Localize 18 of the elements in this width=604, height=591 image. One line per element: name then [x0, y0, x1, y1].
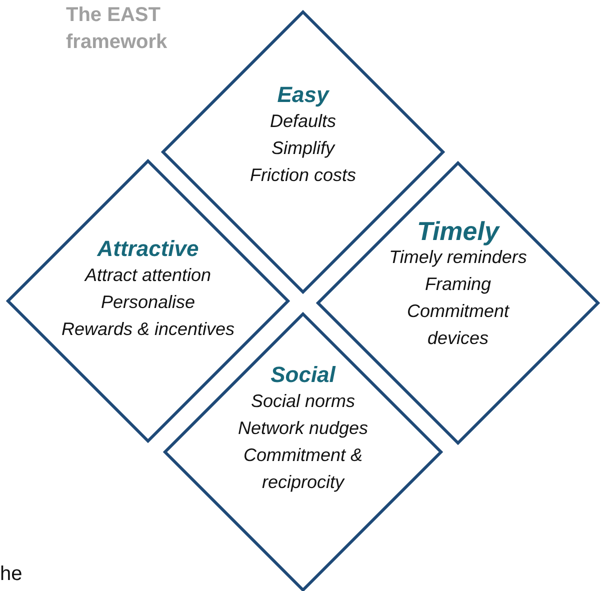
list-item: Commitment & reciprocity: [242, 444, 364, 494]
list-item: Social norms: [250, 390, 356, 413]
list-item: Friction costs: [250, 164, 356, 187]
heading: Attractive: [97, 236, 199, 262]
heading: Easy: [277, 82, 329, 108]
text-fragment: he: [0, 563, 22, 586]
title: The EAST framework: [66, 3, 168, 55]
list-item: Rewards & incentives: [61, 318, 235, 341]
list-item: Personalise: [100, 291, 196, 314]
list-item: Attract attention: [84, 264, 212, 287]
list-item: Defaults: [270, 110, 336, 133]
list-item: Timely reminders: [389, 246, 527, 269]
heading: Timely: [417, 218, 499, 244]
heading: Social: [270, 362, 336, 388]
list-item: Commitment devices: [406, 300, 510, 350]
list-item: Network nudges: [238, 417, 368, 440]
list-item: Framing: [424, 273, 491, 296]
list-item: Simplify: [271, 137, 334, 160]
